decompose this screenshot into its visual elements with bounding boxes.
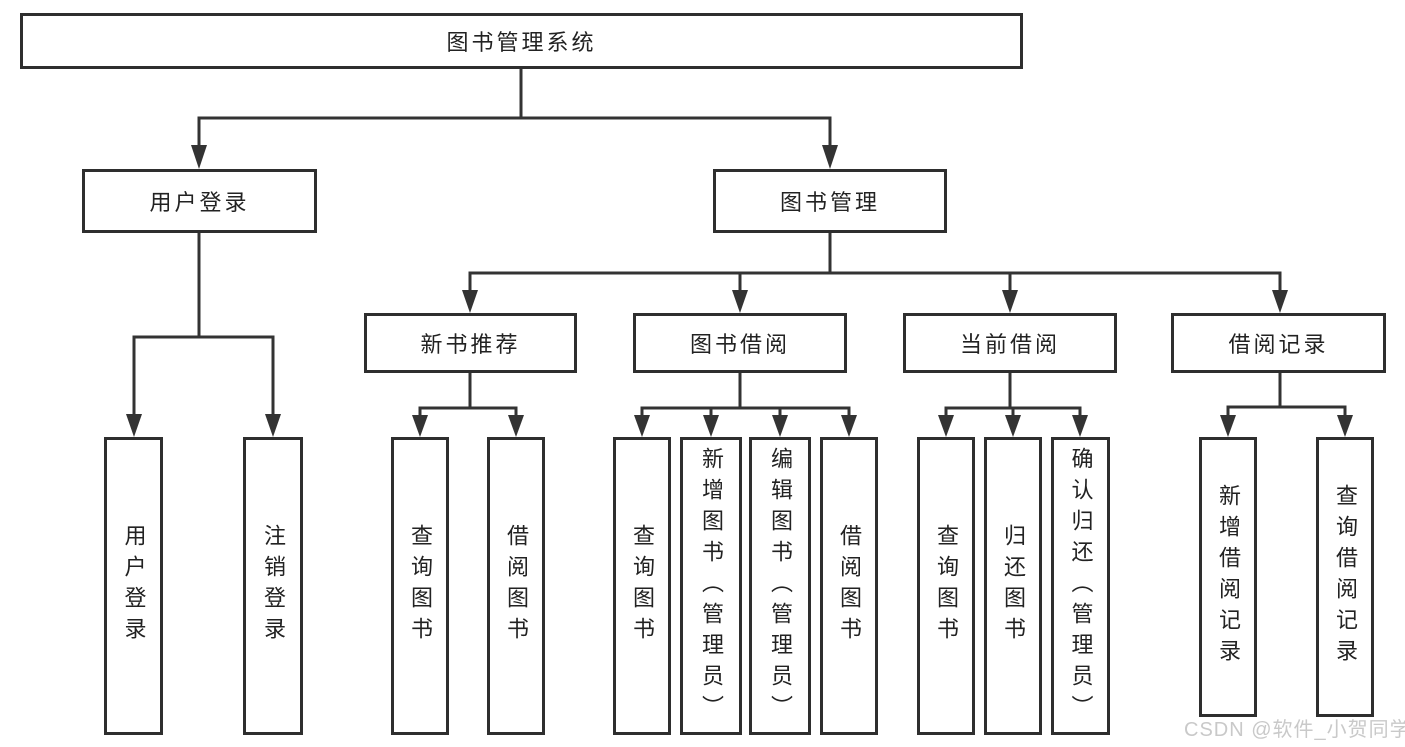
connector-recommend-group: [412, 371, 524, 437]
arrow-down-icon: [126, 414, 142, 437]
node-borrow-record: 借阅记录: [1171, 313, 1386, 373]
leaf-label: 确认归还（管理员）: [1068, 446, 1094, 726]
leaf-label: 查询图书: [630, 524, 655, 648]
node-current-borrow-label: 当前借阅: [959, 332, 1060, 357]
node-book-borrow: 图书借阅: [633, 313, 847, 373]
leaf-query-book-1: 查询图书: [391, 437, 449, 735]
arrow-down-icon: [841, 415, 857, 437]
arrow-down-icon: [508, 415, 524, 437]
node-user-login-label: 用户登录: [149, 190, 250, 215]
leaf-label: 查询借阅记录: [1333, 484, 1358, 670]
node-book-management-label: 图书管理: [779, 190, 880, 215]
arrow-down-icon: [191, 145, 207, 169]
leaf-query-book-2: 查询图书: [613, 437, 671, 735]
node-book-management: 图书管理: [713, 169, 947, 233]
arrow-down-icon: [822, 145, 838, 169]
connector-root: [191, 67, 838, 169]
leaf-label: 注销登录: [261, 524, 286, 648]
arrow-down-icon: [1337, 415, 1353, 437]
leaf-logout: 注销登录: [243, 437, 303, 735]
leaf-label: 新增图书（管理员）: [699, 446, 724, 726]
arrow-down-icon: [1002, 290, 1018, 313]
connector-user-branch: [126, 231, 281, 437]
leaf-borrow-book-1: 借阅图书: [487, 437, 545, 735]
leaf-add-borrow-record: 新增借阅记录: [1199, 437, 1257, 717]
leaf-label: 新增借阅记录: [1216, 484, 1241, 670]
arrow-down-icon: [634, 415, 650, 437]
arrow-down-icon: [938, 415, 954, 437]
connector-record-group: [1220, 371, 1353, 437]
leaf-edit-book-admin: 编辑图书（管理员）: [749, 437, 811, 735]
node-new-book-recommend-label: 新书推荐: [420, 332, 521, 357]
arrow-down-icon: [265, 414, 281, 437]
node-new-book-recommend: 新书推荐: [364, 313, 577, 373]
leaf-query-book-3: 查询图书: [917, 437, 975, 735]
node-root: 图书管理系统: [20, 13, 1023, 69]
leaf-label: 查询图书: [934, 524, 959, 648]
leaf-label: 借阅图书: [504, 524, 529, 648]
node-root-label: 图书管理系统: [446, 30, 597, 55]
arrow-down-icon: [772, 415, 788, 437]
arrow-down-icon: [732, 290, 748, 313]
watermark: CSDN @软件_小贺同学: [1184, 719, 1405, 741]
leaf-label: 查询图书: [408, 524, 433, 648]
arrow-down-icon: [1272, 290, 1288, 313]
leaf-borrow-book-2: 借阅图书: [820, 437, 878, 735]
arrow-down-icon: [703, 415, 719, 437]
arrow-down-icon: [412, 415, 428, 437]
leaf-confirm-return-admin: 确认归还（管理员）: [1051, 437, 1110, 735]
arrow-down-icon: [1220, 415, 1236, 437]
arrow-down-icon: [462, 290, 478, 313]
leaf-label: 用户登录: [121, 524, 147, 648]
leaf-query-borrow-record: 查询借阅记录: [1316, 437, 1374, 717]
leaf-add-book-admin: 新增图书（管理员）: [680, 437, 742, 735]
connector-borrow-group: [634, 371, 857, 437]
leaf-label: 归还图书: [1001, 524, 1026, 648]
leaf-return-book: 归还图书: [984, 437, 1042, 735]
arrow-down-icon: [1072, 415, 1088, 437]
connector-book-branch: [462, 231, 1288, 313]
node-user-login: 用户登录: [82, 169, 317, 233]
node-book-borrow-label: 图书借阅: [689, 332, 790, 357]
connector-current-group: [938, 371, 1088, 437]
arrow-down-icon: [1005, 415, 1021, 437]
leaf-label: 编辑图书（管理员）: [768, 446, 793, 726]
leaf-user-login: 用户登录: [104, 437, 163, 735]
node-current-borrow: 当前借阅: [903, 313, 1117, 373]
node-borrow-record-label: 借阅记录: [1228, 332, 1329, 357]
leaf-label: 借阅图书: [837, 524, 862, 648]
